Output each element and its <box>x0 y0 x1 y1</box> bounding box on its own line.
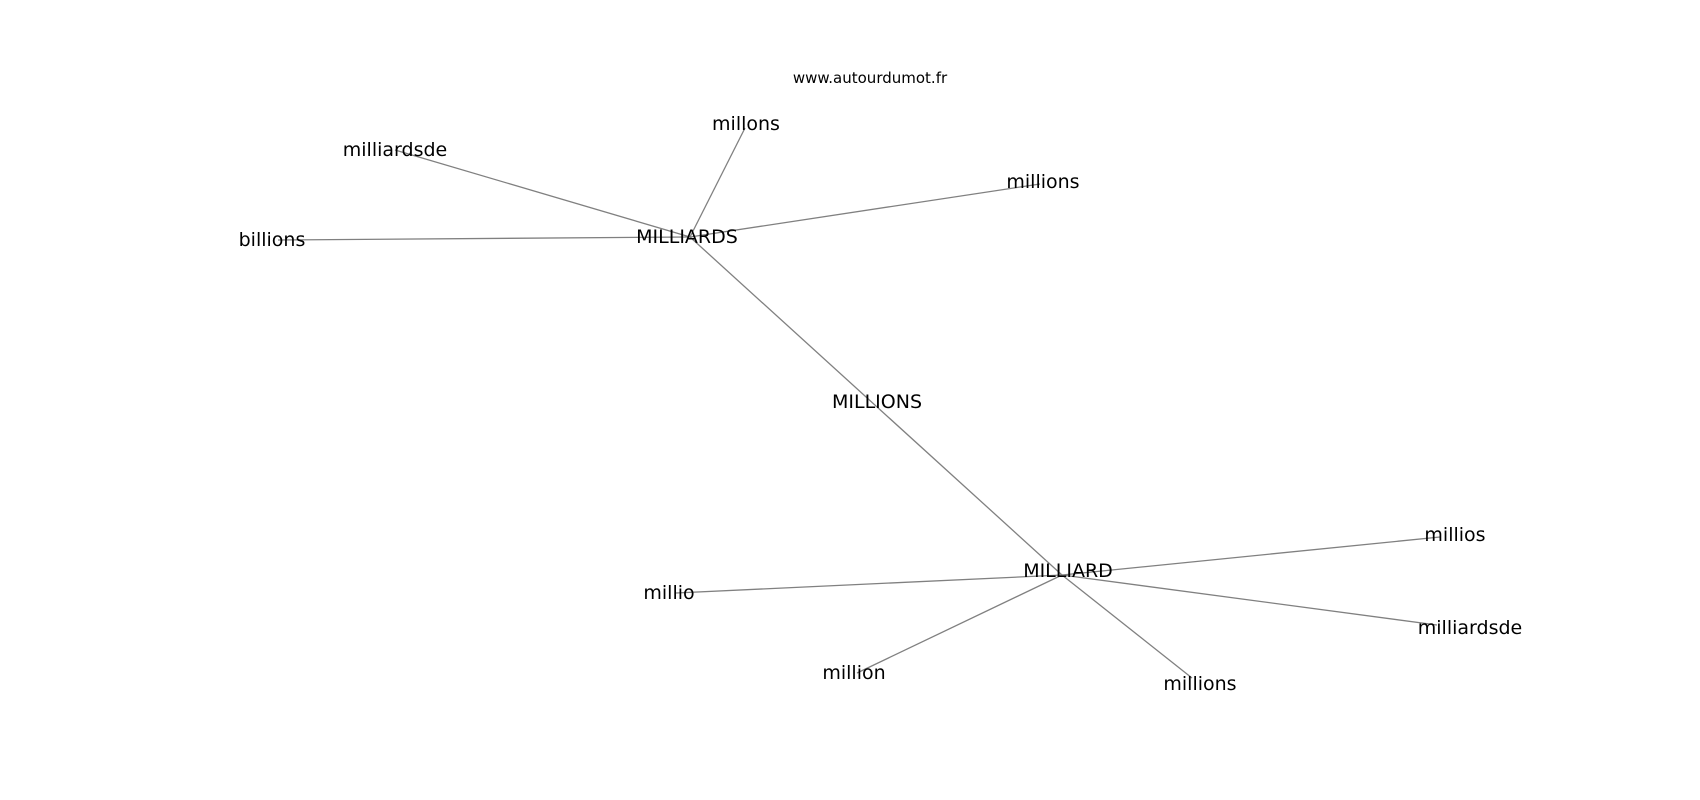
edge-MILLIARDS-billions <box>277 236 691 241</box>
watermark: www.autourdumot.fr <box>793 69 948 87</box>
edge-MILLIARD-millios <box>1061 536 1441 576</box>
node-millions_1: millions <box>1006 171 1079 193</box>
node-milliardsde_2: milliardsde <box>1418 617 1522 639</box>
edge-MILLIARD-millio <box>675 574 1063 594</box>
edge-MILLIARDS-MILLIARD <box>689 236 1063 576</box>
edge-layer <box>277 127 1441 679</box>
node-million: million <box>822 662 885 684</box>
node-MILLIARDS: MILLIARDS <box>636 226 738 248</box>
edge-MILLIARDS-milliardsde_1 <box>394 149 691 238</box>
node-billions: billions <box>239 229 306 251</box>
edge-MILLIARD-million <box>856 574 1063 674</box>
edge-MILLIARD-millions_2 <box>1061 574 1193 679</box>
node-layer: MILLIARDS MILLIONS MILLIARD millons milliard… <box>239 113 1523 695</box>
edge-MILLIARDS-millons <box>689 127 746 238</box>
edge-MILLIARD-milliardsde_2 <box>1061 574 1438 626</box>
edge-MILLIARDS-millions_1 <box>689 183 1041 238</box>
node-millons: millons <box>712 113 780 135</box>
node-MILLIARD: MILLIARD <box>1023 560 1113 582</box>
node-milliardsde_1: milliardsde <box>343 139 447 161</box>
node-MILLIONS: MILLIONS <box>832 391 922 413</box>
node-millio: millio <box>643 582 694 604</box>
node-millions_2: millions <box>1163 673 1236 695</box>
node-millios: millios <box>1424 524 1485 546</box>
